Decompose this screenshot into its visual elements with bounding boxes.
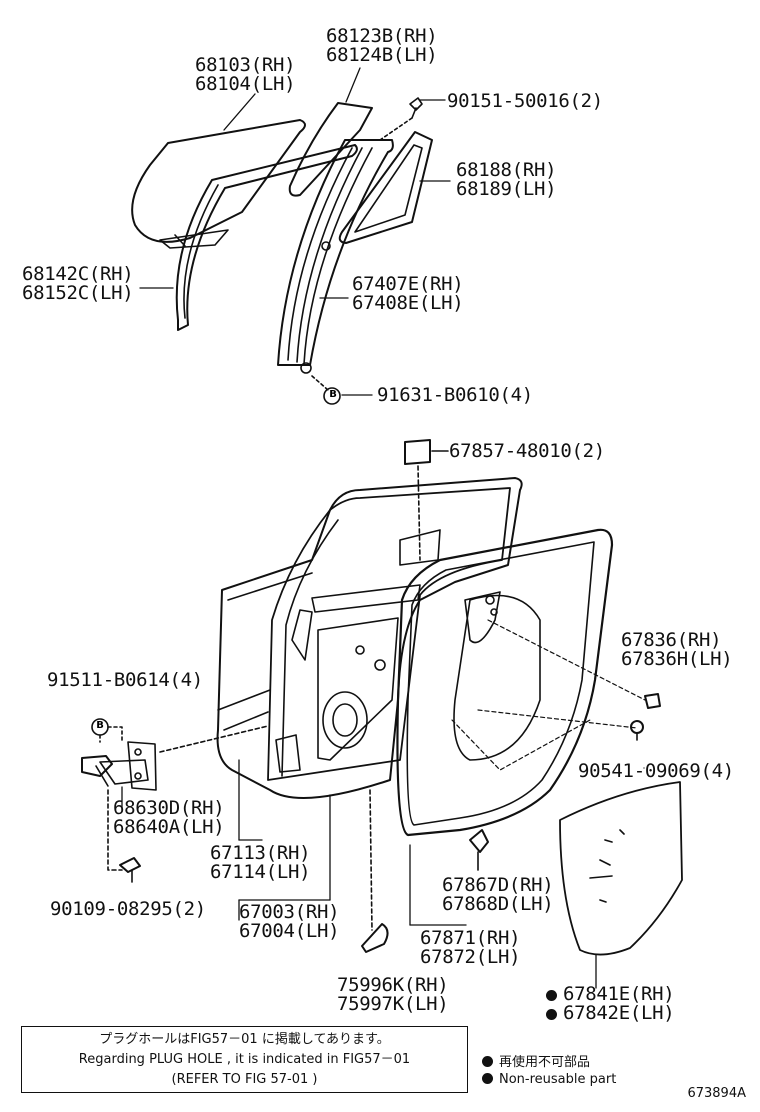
dashed-lines-right: [451, 619, 646, 771]
door-trim-shape: [453, 594, 541, 761]
label-68103: 68103(RH)68104(LH): [195, 54, 296, 95]
label-67113: 67113(RH)67114(LH): [210, 842, 311, 883]
marker-b-upper-text: B: [329, 389, 337, 400]
non-reusable-dot-icon: [546, 1009, 557, 1020]
note-line-ref: (REFER TO FIG 57-01 ): [171, 1072, 318, 1087]
label-75996k: 75996K(RH)75997K(LH): [337, 974, 449, 1015]
label-90109: 90109-08295(2): [50, 898, 206, 920]
glass-run-shape: [175, 144, 358, 331]
door-panel-shape: [216, 477, 523, 799]
door-glass-shape: [131, 119, 306, 249]
label-67407e: 67407E(RH)67408E(LH): [352, 273, 464, 314]
label-67836: 67836(RH)67836H(LH): [621, 629, 733, 670]
door-weatherstrip-shape: [396, 528, 614, 837]
label-68142c: 68142C(RH)68152C(LH): [22, 263, 134, 304]
label-91631: 91631-B0610(4): [377, 384, 533, 406]
clip-67836-shape: [644, 693, 661, 709]
label-90541: 90541-09069(4): [578, 760, 734, 782]
hinge-shape: [81, 741, 157, 791]
clip-67857-shape: [404, 439, 449, 561]
label-68123b: 68123B(RH)68124B(LH): [326, 25, 438, 66]
label-68630d: 68630D(RH)68640A(LH): [113, 797, 225, 838]
figure-id: 673894A: [687, 1086, 746, 1101]
label-67857: 67857-48010(2): [449, 440, 605, 462]
label-67841e: 67841E(RH) 67842E(LH): [546, 985, 675, 1023]
door-inner-frame-shape: [267, 487, 511, 781]
bolt-90109-shape: [119, 857, 141, 883]
label-90151: 90151-50016(2): [447, 90, 603, 112]
note-line-en: Regarding PLUG HOLE , it is indicated in…: [78, 1052, 411, 1067]
label-68188: 68188(RH)68189(LH): [456, 159, 557, 200]
label-67867d: 67867D(RH)67868D(LH): [442, 874, 554, 915]
quarter-glass-shape: [288, 102, 373, 197]
note-line-jp: プラグホールはFIG57－01 に掲載してあります。: [99, 1032, 390, 1047]
legend-en: Non-reusable part: [482, 1072, 616, 1087]
screw-90151-shape: [379, 97, 423, 141]
cap-75996-shape: [361, 923, 389, 953]
marker-b-lower-text: B: [96, 720, 104, 731]
screw-90541-shape: [630, 720, 644, 741]
division-bar-shape: [277, 139, 394, 374]
quarter-weatherstrip-shape: [338, 131, 433, 244]
legend-jp: 再使用不可部品: [482, 1051, 590, 1070]
legend-jp-text: 再使用不可部品: [499, 1055, 591, 1070]
leader-lines-lower: [121, 759, 645, 989]
non-reusable-dot-icon: [482, 1056, 493, 1067]
non-reusable-dot-icon: [546, 990, 557, 1001]
label-67871: 67871(RH)67872(LH): [420, 927, 521, 968]
label-67003: 67003(RH)67004(LH): [239, 901, 340, 942]
label-91511: 91511-B0614(4): [47, 669, 203, 691]
clip-67867-shape: [469, 829, 489, 871]
service-cover-shape: [559, 781, 683, 956]
leader-lines-upper: [139, 67, 451, 396]
legend-en-text: Non-reusable part: [499, 1072, 617, 1087]
non-reusable-dot-icon: [482, 1073, 493, 1084]
plug-hole-note: プラグホールはFIG57－01 に掲載してあります。 Regarding PLU…: [21, 1026, 468, 1093]
bolt-marker-b-upper: [323, 387, 341, 405]
